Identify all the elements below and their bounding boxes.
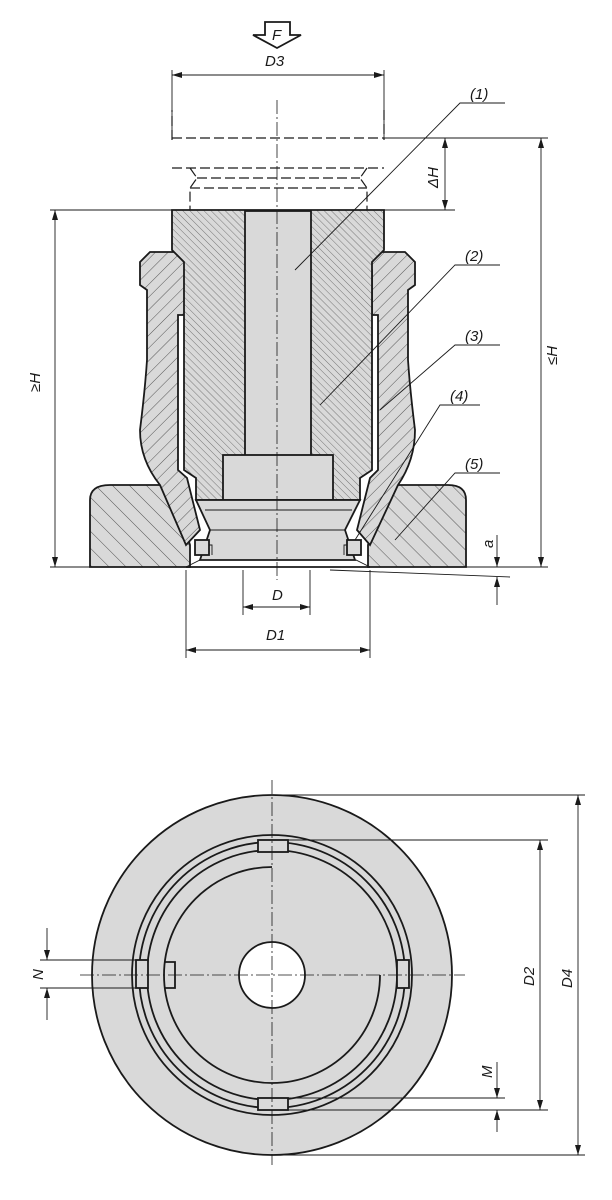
dimension-d4-label: D4: [559, 969, 576, 988]
dimension-d2-label: D2: [521, 966, 538, 986]
section-view: F D3 ≥H ≤H ΔH: [27, 21, 561, 658]
callout-2: (2): [465, 248, 483, 265]
raised-position-outline: [171, 110, 385, 210]
callouts: (1) (2) (3) (4) (5): [294, 86, 505, 541]
callout-4: (4): [450, 388, 468, 405]
slot-top: [257, 839, 289, 853]
slot-bottom: [257, 1097, 289, 1111]
dimension-d-label: D: [272, 587, 283, 604]
top-view: D4 D2 M N: [30, 780, 585, 1165]
force-label: F: [272, 27, 282, 44]
callout-5: (5): [465, 456, 483, 473]
dimension-d1-label: D1: [266, 627, 285, 644]
part-1-bore: [244, 210, 312, 462]
dimension-a-label: a: [480, 540, 497, 548]
callout-3: (3): [465, 328, 483, 345]
dimension-n-label: N: [30, 969, 47, 980]
dimension-min-h-label: ≥H: [27, 373, 44, 392]
dimension-delta-h-label: ΔH: [425, 167, 442, 189]
callout-1: (1): [470, 86, 488, 103]
dimension-max-h-label: ≤H: [544, 346, 561, 365]
dimension-d3-label: D3: [265, 53, 285, 70]
counterbore: [222, 454, 334, 501]
slot-right: [396, 959, 410, 989]
force-arrow-icon: [252, 21, 302, 50]
part-3-body-left: [139, 251, 201, 547]
slot-left: [135, 959, 149, 989]
dimension-m-label: M: [479, 1065, 496, 1078]
